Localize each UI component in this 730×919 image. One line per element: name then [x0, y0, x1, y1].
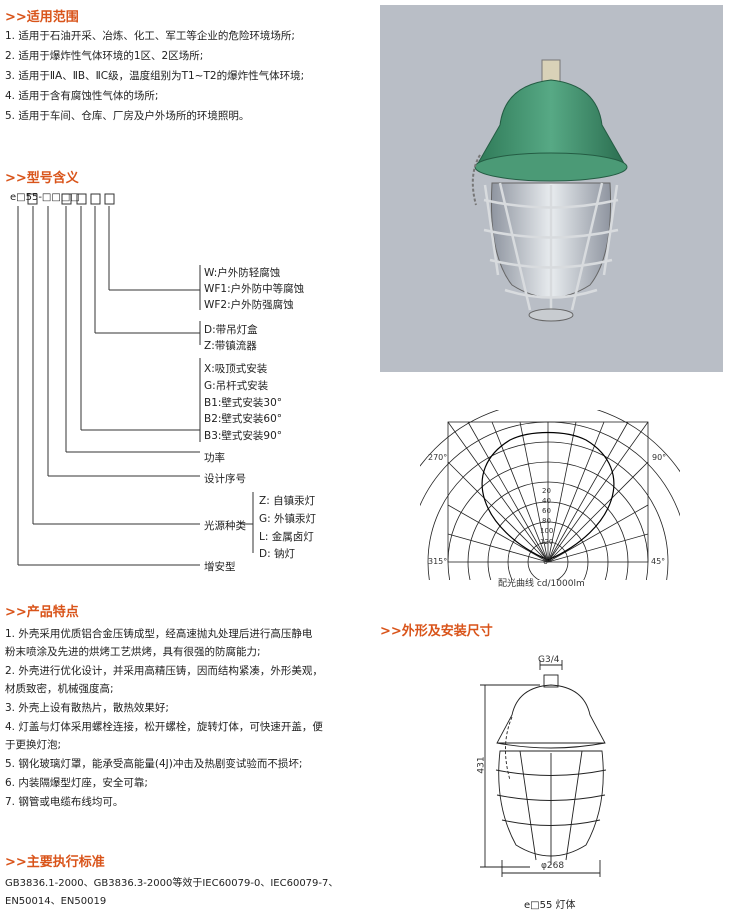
scope-item: 3. 适用于ⅡA、ⅡB、ⅡC级，温度组别为T1~T2的爆炸性气体环境;	[5, 70, 305, 82]
feature-line: 3. 外壳上设有散热片，散热效果好;	[5, 702, 169, 714]
code-label-serial: 设计序号	[204, 473, 246, 485]
feature-line: 7. 钢管或电缆布线均可。	[5, 796, 124, 808]
polar-angle-0: 0°	[543, 557, 553, 566]
polar-radial-label: 80	[542, 517, 551, 525]
feature-line: 材质致密，机械强度高;	[5, 683, 114, 695]
code-label-d: D:带吊灯盒	[204, 324, 258, 336]
code-label-x: X:吸顶式安装	[204, 363, 268, 375]
feature-line: 于更换灯泡;	[5, 739, 62, 751]
feature-line: 2. 外壳进行优化设计，并采用高精压铸，因而结构紧凑，外形美观，	[5, 665, 323, 677]
polar-radial-label: 60	[542, 507, 551, 515]
dim-diameter: φ268	[541, 861, 565, 871]
dimension-drawing	[480, 660, 607, 877]
code-label-b3: B3:壁式安装90°	[204, 430, 283, 442]
feature-line: 6. 内装隔爆型灯座，安全可靠;	[5, 777, 148, 789]
scope-item: 1. 适用于石油开采、冶炼、化工、军工等企业的危险环境场所;	[5, 30, 295, 42]
polar-angle-45: 45°	[651, 557, 666, 566]
scope-item: 2. 适用于爆炸性气体环境的1区、2区场所;	[5, 50, 204, 62]
polar-radial-label: 20	[542, 487, 551, 495]
scope-item: 5. 适用于车间、仓库、厂房及户外场所的环境照明。	[5, 110, 250, 122]
dim-height: 431	[476, 756, 487, 774]
feature-line: 1. 外壳采用优质铝合金压铸成型，经高速抛丸处理后进行高压静电	[5, 628, 313, 640]
code-label-b2: B2:壁式安装60°	[204, 413, 283, 425]
polar-radial-label: 120	[540, 538, 554, 546]
scope-title: >>适用范围	[5, 10, 79, 25]
code-label-src-l: L: 金属卤灯	[259, 531, 314, 543]
code-label-z: Z:带镇流器	[204, 340, 257, 352]
feature-line: 5. 钢化玻璃灯罩，能承受高能量(4J)冲击及热剧变试验而不损坏;	[5, 758, 303, 770]
polar-radial-label: 100	[540, 527, 554, 535]
polar-caption: 配光曲线 cd/1000lm	[498, 579, 585, 589]
feature-line: 粉末喷涂及先进的烘烤工艺烘烤，具有很强的防腐能力;	[5, 646, 261, 658]
model-title: >>型号含义	[5, 171, 79, 186]
code-label-b1: B1:壁式安装30°	[204, 397, 283, 409]
polar-angle-270: 270°	[428, 453, 448, 462]
polar-light-distribution-chart	[420, 410, 680, 580]
code-label-src-z: Z: 自镇汞灯	[259, 495, 316, 507]
polar-angle-90: 90°	[652, 453, 667, 462]
code-label-explosion: 增安型	[204, 561, 236, 573]
dimensions-title: >>外形及安装尺寸	[380, 624, 493, 639]
polar-angle-315: 315°	[428, 557, 448, 566]
dim-thread-size: G3/4	[538, 655, 560, 665]
model-code: e□55-□□□□	[10, 192, 80, 203]
features-title: >>产品特点	[5, 605, 79, 620]
scope-item: 4. 适用于含有腐蚀性气体的场所;	[5, 90, 159, 102]
code-label-power: 功率	[204, 452, 225, 464]
product-photo	[380, 5, 723, 372]
code-label-wf2: WF2:户外防强腐蚀	[204, 299, 294, 311]
code-label-w: W:户外防轻腐蚀	[204, 267, 281, 279]
feature-line: 4. 灯盖与灯体采用螺栓连接，松开螺栓，旋转灯体，可快速开盖，便	[5, 721, 323, 733]
code-label-src-d: D: 钠灯	[259, 548, 295, 560]
model-code-diagram	[17, 193, 254, 566]
standards-line: EN50014、EN50019	[5, 896, 107, 907]
code-label-source: 光源种类	[204, 520, 246, 532]
polar-radial-label: 40	[542, 497, 551, 505]
dim-caption: e□55 灯体	[524, 900, 576, 911]
code-label-g: G:吊杆式安装	[204, 380, 269, 392]
code-label-wf1: WF1:户外防中等腐蚀	[204, 283, 305, 295]
code-label-src-g: G: 外镇汞灯	[259, 513, 317, 525]
standards-title: >>主要执行标准	[5, 855, 105, 870]
standards-line: GB3836.1-2000、GB3836.3-2000等效于IEC60079-0…	[5, 878, 339, 889]
lamp-illustration	[471, 59, 628, 322]
